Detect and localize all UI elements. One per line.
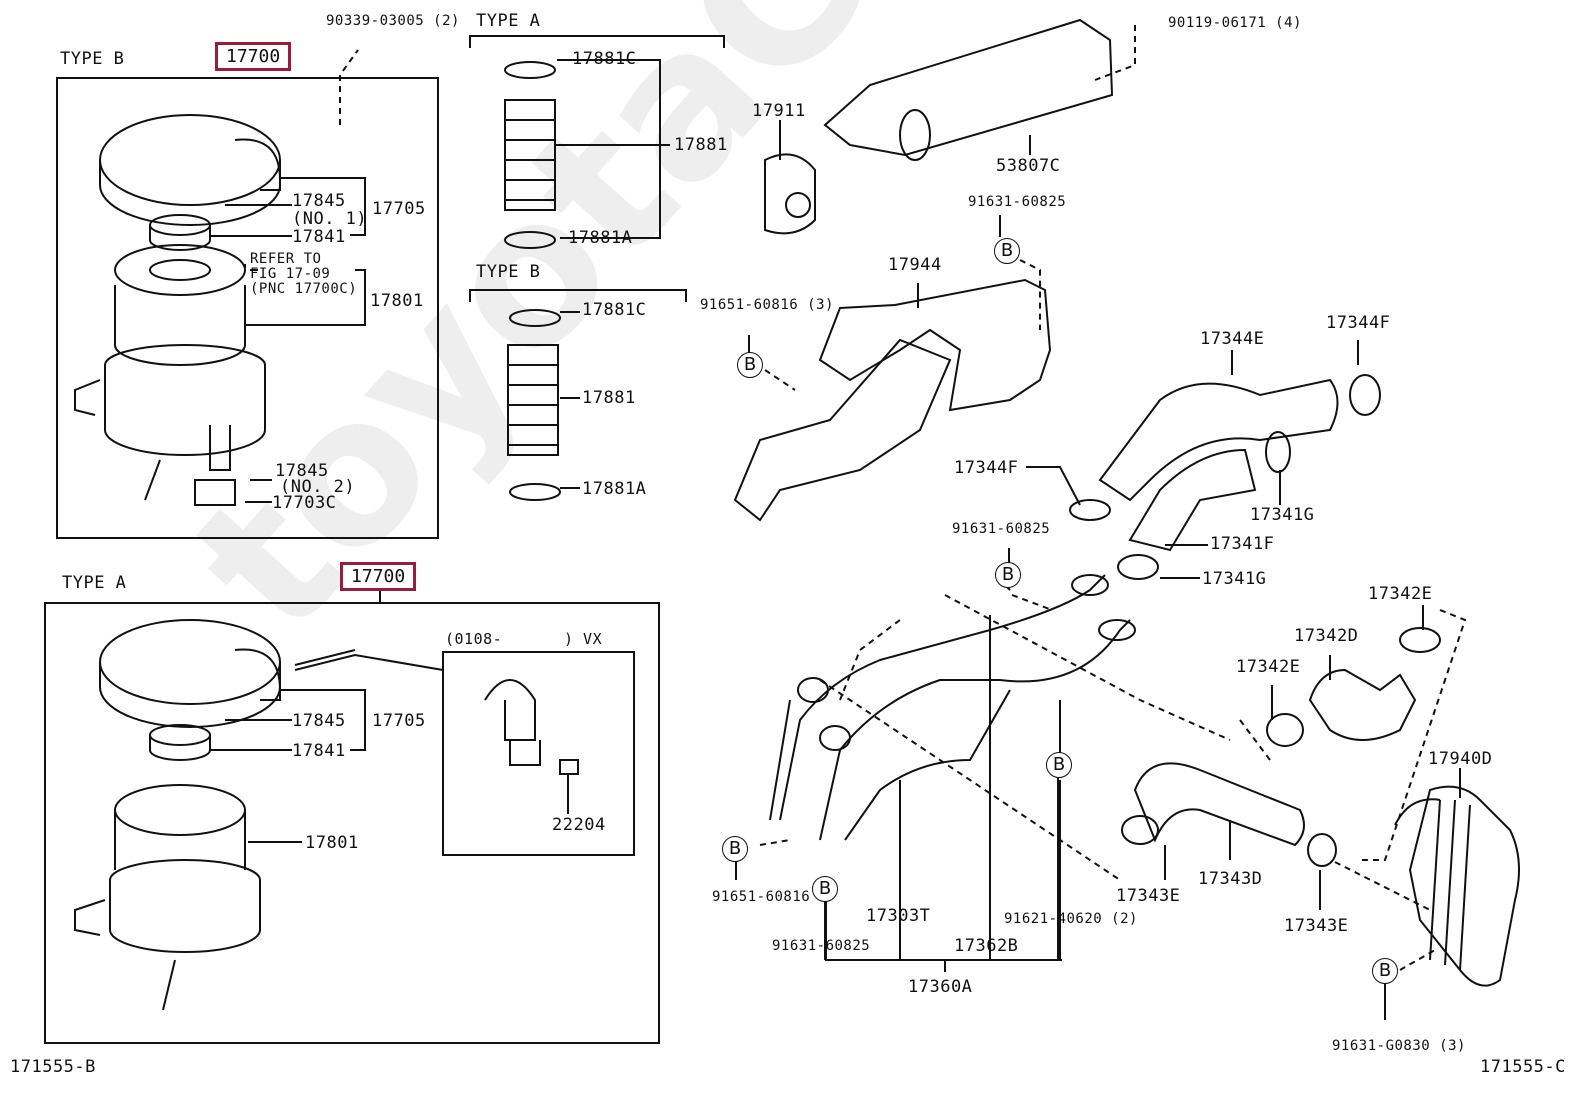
label-17343e-left[interactable]: 17343E xyxy=(1116,886,1181,906)
label-17881a-type-a[interactable]: 17881A xyxy=(568,228,633,248)
hose-17342d xyxy=(1239,605,1467,861)
label-91621-40620[interactable]: 91621-40620 (2) xyxy=(1004,911,1138,927)
label-17881a-type-b[interactable]: 17881A xyxy=(582,479,647,499)
label-17341f[interactable]: 17341F xyxy=(1210,534,1275,554)
label-17344f-top[interactable]: 17344F xyxy=(1326,313,1391,333)
label-53807c[interactable]: 53807C xyxy=(996,156,1061,176)
label-17343e-right[interactable]: 17343E xyxy=(1284,916,1349,936)
label-91631-60825-mid[interactable]: 91631-60825 xyxy=(952,521,1051,537)
air-cleaner-case-type-b xyxy=(74,344,266,506)
middle-type-b-heading: TYPE B xyxy=(476,262,541,282)
part-17911 xyxy=(764,120,816,235)
hose-17344e xyxy=(1026,340,1381,580)
label-91651-60816-3[interactable]: 91651-60816 (3) xyxy=(700,297,834,313)
label-17342d[interactable]: 17342D xyxy=(1294,626,1359,646)
label-17341g-top[interactable]: 17341G xyxy=(1250,505,1315,525)
label-17845-no2[interactable]: 17845 xyxy=(275,461,329,481)
label-17911[interactable]: 17911 xyxy=(752,101,806,121)
label-17801-type-b[interactable]: 17801 xyxy=(370,291,424,311)
label-17881c-type-b[interactable]: 17881C xyxy=(582,300,647,320)
label-17341g-bottom[interactable]: 17341G xyxy=(1202,569,1267,589)
middle-type-a-heading: TYPE A xyxy=(476,11,541,31)
pnc-17700-type-b[interactable]: 17700 xyxy=(215,42,292,71)
type-b-frame xyxy=(56,77,439,539)
refer-to-line1: REFER TO xyxy=(250,251,322,267)
figure-id-right: 171555-C xyxy=(1480,1057,1566,1077)
label-17705-type-a[interactable]: 17705 xyxy=(372,711,426,731)
b-marker: B xyxy=(722,836,748,862)
label-17801-type-a[interactable]: 17801 xyxy=(305,833,359,853)
b-marker: B xyxy=(1046,752,1072,778)
b-marker: B xyxy=(1372,958,1398,984)
resonator-17940d xyxy=(1384,768,1520,1020)
hose-17343d xyxy=(1121,762,1431,911)
b-marker: B xyxy=(737,352,763,378)
b-marker: B xyxy=(812,876,838,902)
label-17881-type-a[interactable]: 17881 xyxy=(674,135,728,155)
label-17881c-type-a[interactable]: 17881C xyxy=(572,49,637,69)
label-17362b[interactable]: 17362B xyxy=(954,936,1019,956)
label-91631-60825-top[interactable]: 91631-60825 xyxy=(968,194,1067,210)
label-90339-03005[interactable]: 90339-03005 (2) xyxy=(326,13,460,29)
label-17845-no1-note: (NO. 1) xyxy=(292,209,368,229)
duct-53807c xyxy=(823,18,1136,161)
label-17344f-left[interactable]: 17344F xyxy=(954,458,1019,478)
vx-inset-parts xyxy=(484,679,579,814)
inset-title-start: (0108- xyxy=(445,630,503,648)
label-90119-06171[interactable]: 90119-06171 (4) xyxy=(1168,15,1302,31)
label-17841-type-a[interactable]: 17841 xyxy=(292,741,346,761)
pnc-17700-type-a[interactable]: 17700 xyxy=(340,562,417,591)
label-17344e[interactable]: 17344E xyxy=(1200,329,1265,349)
label-17940d[interactable]: 17940D xyxy=(1428,749,1493,769)
type-b-heading: TYPE B xyxy=(60,49,125,69)
type-a-heading: TYPE A xyxy=(62,573,127,593)
type-a-bracket xyxy=(469,35,725,48)
label-17303t[interactable]: 17303T xyxy=(866,906,931,926)
label-17845-type-a[interactable]: 17845 xyxy=(292,711,346,731)
air-cleaner-cap-type-a xyxy=(99,619,281,761)
label-17705-type-b[interactable]: 17705 xyxy=(372,199,426,219)
label-17845-no2-note: (NO. 2) xyxy=(280,477,356,497)
type-b-bracket xyxy=(469,289,687,302)
hose-17881-type-b xyxy=(507,309,580,501)
b-marker: B xyxy=(995,562,1021,588)
label-17881-type-b[interactable]: 17881 xyxy=(582,388,636,408)
air-filter-element-type-b xyxy=(114,244,246,366)
label-17845-no1[interactable]: 17845 xyxy=(292,191,346,211)
label-22204[interactable]: 22204 xyxy=(552,815,606,835)
label-17703c[interactable]: 17703C xyxy=(272,493,337,513)
label-91651-60816[interactable]: 91651-60816 xyxy=(712,889,811,905)
label-17841-type-b[interactable]: 17841 xyxy=(292,227,346,247)
vx-inset-frame xyxy=(442,651,635,856)
refer-to-line2[interactable]: FIG 17-09 xyxy=(250,266,331,282)
label-91631-g0830[interactable]: 91631-G0830 (3) xyxy=(1332,1038,1466,1054)
figure-id-left: 171555-B xyxy=(10,1057,96,1077)
refer-to-line3: (PNC 17700C) xyxy=(250,281,358,297)
label-17342e-top[interactable]: 17342E xyxy=(1368,584,1433,604)
air-filter-element-type-a xyxy=(74,784,261,1011)
inset-title-end: ) VX xyxy=(564,630,603,648)
label-17944[interactable]: 17944 xyxy=(888,255,942,275)
b-marker: B xyxy=(994,238,1020,264)
type-a-frame xyxy=(44,602,660,1044)
label-17360a[interactable]: 17360A xyxy=(908,977,973,997)
label-91631-60825-lower[interactable]: 91631-60825 xyxy=(772,938,871,954)
hose-17881-type-a xyxy=(504,59,670,249)
label-17343d[interactable]: 17343D xyxy=(1198,869,1263,889)
shield-17944 xyxy=(733,259,1052,522)
air-cleaner-cap-type-b xyxy=(99,114,281,251)
label-17342e-left[interactable]: 17342E xyxy=(1236,657,1301,677)
intake-pipe-17360a xyxy=(759,574,1231,972)
